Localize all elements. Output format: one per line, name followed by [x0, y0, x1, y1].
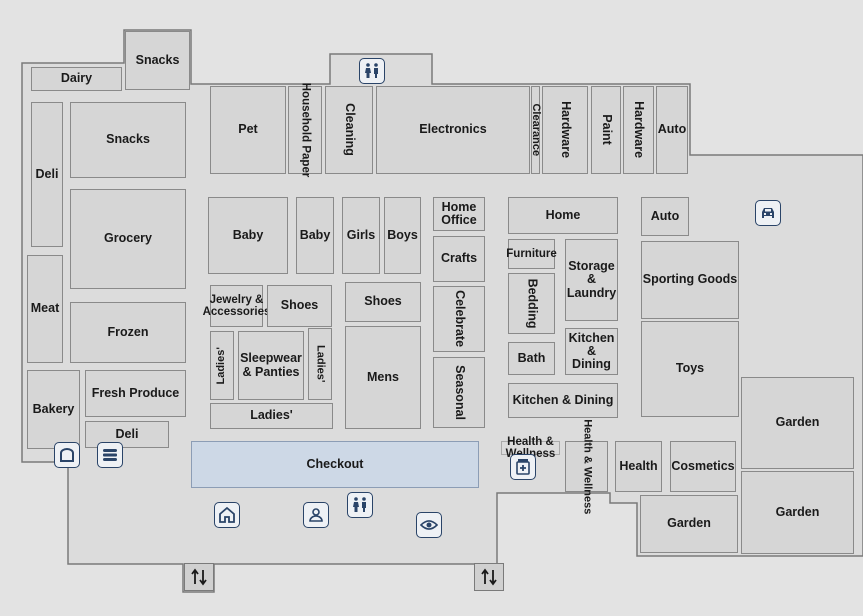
eye-icon	[420, 520, 438, 530]
dept-deli-left[interactable]: Deli	[31, 102, 63, 247]
dept-ladies-right[interactable]: Ladies'	[308, 328, 332, 400]
dept-baby-2[interactable]: Baby	[296, 197, 334, 274]
dept-clearance[interactable]: Clearance	[530, 86, 542, 174]
dept-electronics[interactable]: Electronics	[376, 86, 530, 174]
dept-grocery[interactable]: Grocery	[70, 189, 186, 289]
customer-service-icon[interactable]	[303, 502, 329, 528]
entrance-arrows-icon	[191, 568, 207, 586]
dept-kitchen-dining-1[interactable]: Kitchen & Dining	[565, 328, 618, 375]
bakery-icon[interactable]	[54, 442, 80, 468]
restroom-icon	[365, 63, 378, 78]
auto-service-icon[interactable]	[755, 200, 781, 226]
dept-household-paper[interactable]: Household Paper	[288, 83, 322, 177]
dept-kitchen-dining-2[interactable]: Kitchen & Dining	[508, 383, 618, 418]
dept-fresh-produce[interactable]: Fresh Produce	[85, 370, 186, 417]
dept-dairy[interactable]: Dairy	[31, 67, 122, 91]
entrance-left[interactable]	[184, 563, 214, 591]
dept-bakery[interactable]: Bakery	[27, 370, 80, 449]
dept-baby-1[interactable]: Baby	[208, 197, 288, 274]
dept-snacks-top[interactable]: Snacks	[125, 31, 190, 90]
dept-home-office[interactable]: Home Office	[433, 197, 485, 231]
dept-hardware-1[interactable]: Hardware	[542, 86, 588, 174]
dept-girls[interactable]: Girls	[342, 197, 380, 274]
dept-ladies-bottom[interactable]: Ladies'	[210, 403, 333, 429]
dept-garden-1[interactable]: Garden	[741, 377, 854, 469]
dept-ladies-left[interactable]: Ladies'	[210, 331, 234, 400]
dept-home[interactable]: Home	[508, 197, 618, 234]
restroom-icon-bottom[interactable]	[347, 492, 373, 518]
dept-bedding[interactable]: Bedding	[508, 273, 555, 334]
pickup-icon[interactable]	[214, 502, 240, 528]
customer-service-glyph	[309, 508, 323, 522]
pickup-icon-glyph	[219, 506, 235, 523]
dept-bath[interactable]: Bath	[508, 342, 555, 375]
dept-health[interactable]: Health	[615, 441, 662, 492]
restroom-icon-top[interactable]	[359, 58, 385, 84]
dept-toys[interactable]: Toys	[641, 321, 739, 417]
dept-sporting-goods[interactable]: Sporting Goods	[641, 241, 739, 319]
dept-furniture[interactable]: Furniture	[506, 239, 557, 269]
dept-auto-top[interactable]: Auto	[656, 86, 688, 174]
dept-cleaning[interactable]: Cleaning	[325, 86, 373, 174]
dept-paint[interactable]: Paint	[591, 86, 621, 174]
bread-icon	[60, 448, 74, 462]
dept-boys[interactable]: Boys	[384, 197, 421, 274]
dept-hardware-2[interactable]: Hardware	[623, 86, 654, 174]
entrance-arrows-icon	[481, 568, 497, 586]
dept-cosmetics[interactable]: Cosmetics	[670, 441, 736, 492]
dept-jewelry-accessories[interactable]: Jewelry & Accessories	[203, 285, 270, 327]
dept-shoes-1[interactable]: Shoes	[267, 285, 332, 327]
dept-garden-2[interactable]: Garden	[640, 495, 738, 553]
dept-health-wellness-2[interactable]: Health & Wellness	[565, 419, 608, 514]
dept-health-wellness-1[interactable]: Health & Wellness	[501, 436, 560, 460]
dept-garden-3[interactable]: Garden	[741, 471, 854, 554]
entrance-right[interactable]	[474, 563, 504, 591]
car-icon	[762, 208, 774, 218]
dept-mens[interactable]: Mens	[345, 326, 421, 429]
dept-auto[interactable]: Auto	[641, 197, 689, 236]
deli-icon[interactable]	[97, 442, 123, 468]
dept-storage-laundry[interactable]: Storage & Laundry	[565, 239, 618, 321]
pharmacy-icon[interactable]	[510, 454, 536, 480]
dept-checkout[interactable]: Checkout	[191, 441, 479, 488]
dept-seasonal[interactable]: Seasonal	[433, 357, 485, 428]
sandwich-icon	[103, 449, 117, 461]
dept-frozen[interactable]: Frozen	[70, 302, 186, 363]
dept-crafts[interactable]: Crafts	[433, 236, 485, 282]
dept-meat[interactable]: Meat	[27, 255, 63, 363]
dept-snacks[interactable]: Snacks	[70, 102, 186, 178]
dept-pet[interactable]: Pet	[210, 86, 286, 174]
dept-sleepwear-panties[interactable]: Sleepwear & Panties	[238, 331, 304, 400]
dept-shoes-2[interactable]: Shoes	[345, 282, 421, 322]
vision-center-icon[interactable]	[416, 512, 442, 538]
dept-celebrate[interactable]: Celebrate	[433, 286, 485, 352]
restroom-icon	[353, 497, 366, 512]
pharmacy-glyph	[516, 459, 530, 475]
